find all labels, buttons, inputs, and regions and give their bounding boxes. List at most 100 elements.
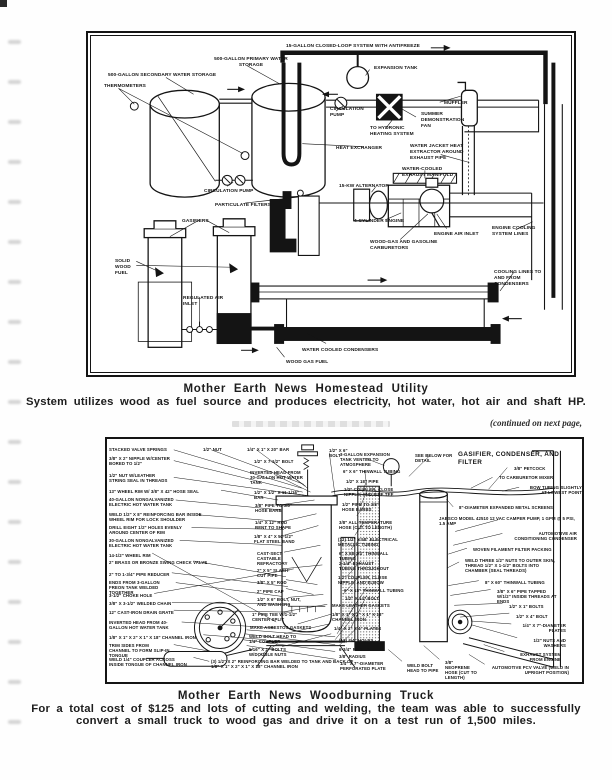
muffler: [457, 81, 478, 127]
pipe-end-detail: [447, 609, 473, 635]
diagram-label: TO HYDRONIC HEATING SYSTEM: [370, 126, 414, 137]
diagram-label: 12" CAST-IRON DRAIN GRATE: [109, 610, 174, 615]
diagram-label: 1/2" X 1" BOLTS: [509, 604, 544, 609]
diagram-label: 500-GALLON SECONDARY WATER STORAGE: [108, 73, 217, 78]
margin-scan-mark: [8, 680, 21, 684]
filter-cylinder: [419, 489, 448, 643]
figure1-line-art: [118, 44, 563, 358]
diagram-label: MAKE LEATHER GASKETS: [332, 603, 390, 608]
diagram-label: 3/8" X 6" PIPE TAPPED W/1/2" INSIDE THRE…: [497, 589, 557, 605]
diagram-label: 1/2" NUT: [203, 447, 222, 452]
right-pipe: [531, 450, 561, 668]
diagram-label: INVERTED HEAD FROM 40-GALLON HOT WATER T…: [109, 620, 169, 631]
diagram-label: 6" X 18" THINWALL TUBING: [344, 588, 404, 593]
diagram-label: COOLING LINES TO AND FROM CONDENSERS: [494, 270, 542, 287]
diagram-label: 1/2" NUT W/LEATHER STRING SEAL IN THREAD…: [109, 473, 168, 484]
diagram-label: AUTOMOTIVE AIR CONDITIONING CONDENSER: [514, 531, 577, 542]
diagram-label: GASIFIER, CONDENSER, AND FILTER: [458, 451, 560, 466]
margin-scan-mark: [8, 600, 21, 604]
diagram-label: CIRCULATION PUMP: [204, 189, 254, 194]
diagram-label: 1/2" X 1/2" X 11-1/16" BAR: [254, 490, 300, 501]
margin-scan-mark: [8, 320, 21, 324]
diagram-label: 2" X 5" SLASH-CUT PIPE: [257, 568, 290, 579]
diagram-label: REGULATED AIR INLET: [183, 296, 224, 307]
gasifier-right: [212, 218, 256, 345]
diagram-label: (12) 3/4" HOLES: [339, 638, 374, 643]
diagram-label: CAST-SECT CASTABLE REFRACTORY: [257, 551, 288, 567]
perforated-plate-detail: [193, 601, 247, 654]
margin-scan-mark: [8, 560, 21, 564]
alternator: [353, 188, 388, 222]
diagram-label: 3-1/2" CHOKE HOLE: [109, 593, 153, 598]
diagram-label: 13" WHEEL RIM W/ 3/8" X 42" HOSE SEAL: [109, 489, 199, 494]
diagram-label: 3/8" PIPE TO 3/8" HOSE BARB: [255, 503, 292, 514]
diagram-label: INVERTED HEAD FROM 30-GALLON HOT WATER T…: [250, 470, 303, 486]
diagram-label: ENGINE AIR INLET: [434, 232, 479, 237]
scan-mark: [0, 0, 7, 7]
diagram-label: 2" BRASS OR BRONZE SWING CHECK VALVE: [109, 560, 208, 565]
diagram-label: EXHAUST SYSTEM FROM ENGINE: [520, 652, 561, 663]
valve-assembly: [297, 444, 318, 497]
diagram-label: 1/2" COUPLER, CLOSE NIPPLE, AND PIPE TEE: [344, 487, 394, 498]
diagram-label: 1/2" X 7-1/2" BOLT: [254, 459, 294, 464]
diagram-label: WATER COOLED CONDENSERS: [302, 348, 379, 353]
diagram-label: THERMOMETERS: [104, 84, 146, 89]
diagram-label: (3) 1/2" X 2" REINFORCING BAR WELDED TO …: [211, 659, 354, 670]
primary-water-tank: [251, 82, 326, 198]
circulation-pump-lower: [215, 174, 253, 186]
diagram-label: PARTICULATE FILTERS: [215, 203, 271, 208]
diagram-label: 1/2" X 18" PIPE: [346, 479, 379, 484]
diagram-label: 2-1/4" EXHAUST TUBING THROUGHOUT: [339, 561, 390, 572]
scan-artifact: [232, 421, 390, 427]
diagram-label: WELD BOLT HEAD TO PIPE: [407, 663, 439, 674]
gasifier-left: [137, 220, 193, 348]
figure2-caption-body-line1: For a total cost of $125 and lots of cut…: [31, 703, 581, 715]
figure1-caption-title: Mother Earth News Homestead Utility: [183, 383, 429, 395]
diagram-label: STACKED VALVE SPRINGS: [109, 447, 167, 452]
diagram-label: 40-GALLON NONGALVANIZED ELECTRIC HOT WAT…: [109, 497, 174, 508]
diagram-label: 2" TO 1-3/4" PIPE REDUCER: [109, 572, 170, 577]
carburetor: [419, 177, 445, 228]
figure1-caption-body: System utilizes wood as fuel source and …: [26, 396, 586, 408]
gasifier-tank: [275, 495, 338, 633]
bow-tubing: [331, 487, 554, 497]
diagram-label: 3/8" X 3-1/2" WELDED CHAIN: [109, 601, 172, 606]
margin-scan-mark: [8, 440, 21, 444]
diagram-label: 3/8" RADIUS: [339, 654, 366, 659]
diagram-label: 1/2" NUTS AND WASHERS: [533, 638, 566, 649]
margin-scan-mark: [8, 480, 21, 484]
engine-cooling-lines: [449, 104, 563, 322]
water-cooled-condensers: [248, 277, 501, 344]
figure2-caption-body-line2: convert a small truck to wood gas and dr…: [76, 715, 536, 727]
diagram-label: 8" X 60" THINWALL TUBING: [485, 580, 545, 585]
figure-homestead-utility: 15-GALLON CLOSED-LOOP SYSTEM WITH ANTIFR…: [86, 31, 576, 377]
diagram-label: (12) 1/2" X 58" ELECTRICAL METALLIC TUBI…: [338, 537, 398, 548]
leader-lines: [118, 65, 533, 358]
expansion-tank: [382, 458, 400, 487]
diagram-label: AUTOMOTIVE PCV VALVE (WELD IN UPRIGHT PO…: [491, 665, 569, 676]
diagram-label: 1/4" X 2" X 4" PLATES: [334, 626, 382, 631]
diagram-label: HEAT EXCHANGER: [336, 146, 383, 151]
diagram-label: 3/8" PETCOCK: [514, 466, 546, 471]
diagram-label: 1/2" PIPE TO 3/8" HOSE BARBS: [342, 502, 379, 513]
diagram-label: 1" PIPE TEE W/1-1/2" CENTER SPLIT: [252, 612, 298, 623]
thermometers: [129, 101, 250, 161]
diagram-label: 1/4" X 12" ROD BENT TO SHAPE: [255, 520, 292, 531]
particulate-filters-shape: [269, 189, 544, 256]
margin-scan-mark: [8, 160, 21, 164]
diagram-label: 1/4" X 1" X 20" BAR: [247, 447, 290, 452]
diagram-label: 1/2" X 6" BOLT, NUT, AND WASHERS: [257, 597, 301, 608]
diagram-label: WELD 1/4" COUPLER ACROSS INSIDE TONGUE O…: [109, 657, 187, 668]
diagram-label: 3/8" NEOPRENE HOSE (CUT TO LENGTH): [445, 660, 477, 681]
margin-scan-mark: [8, 400, 21, 404]
margin-scan-mark: [8, 200, 21, 204]
diagram-label: MUFFLER: [444, 101, 468, 106]
diagram-label: 8"-DIAMETER EXPANDED METAL SCREENS: [459, 505, 554, 510]
diagram-label: WOVEN FILAMENT FILTER PACKING: [473, 547, 552, 552]
figure1-labels: 15-GALLON CLOSED-LOOP SYSTEM WITH ANTIFR…: [88, 33, 574, 375]
continued-note: (continued on next page,: [489, 418, 582, 428]
figure2-line-art: [146, 444, 561, 668]
diagram-label: WELD THREE 1/2" NUTS TO OUTER SKIN, THRE…: [465, 558, 555, 574]
